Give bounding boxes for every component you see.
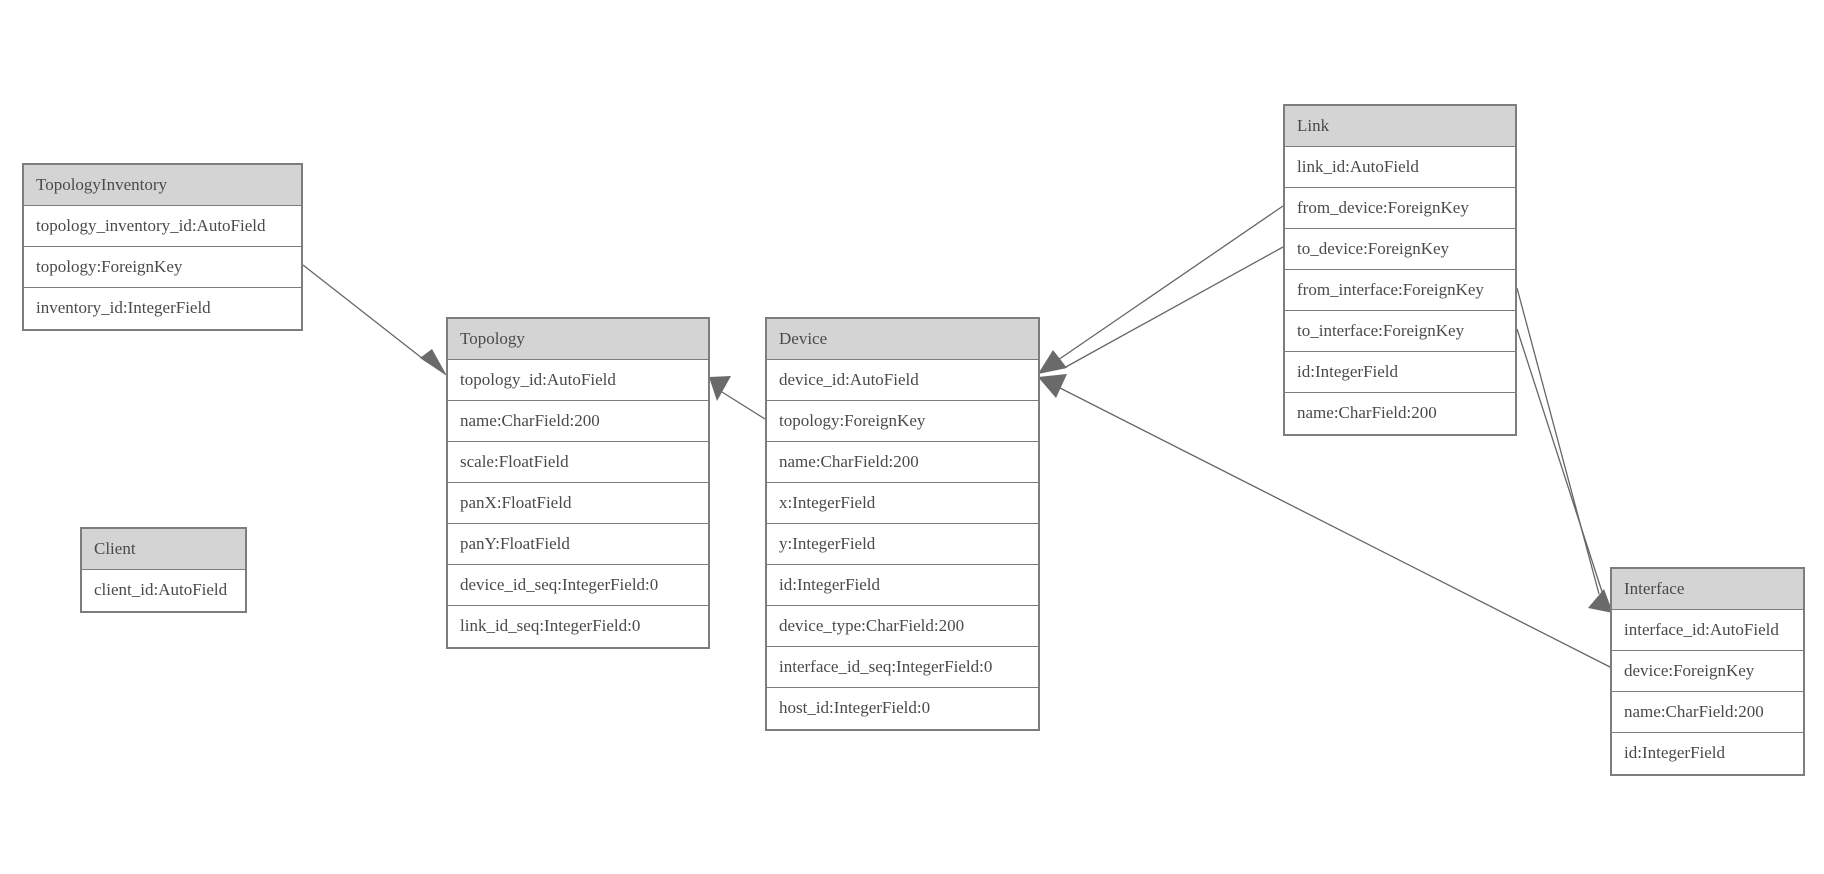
entity-header-interface: Interface [1612, 569, 1803, 610]
field-row-device_id_seq: device_id_seq:IntegerField:0 [448, 565, 708, 606]
field-row-topology-fk: topology:ForeignKey [767, 401, 1038, 442]
entity-table-interface[interactable]: Interface interface_id:AutoField device:… [1610, 567, 1805, 776]
edge-topologyinventory-topology [302, 264, 428, 363]
field-row-topology_inventory_id: topology_inventory_id:AutoField [24, 206, 301, 247]
field-row-to_interface: to_interface:ForeignKey [1285, 311, 1515, 352]
field-row-x: x:IntegerField [767, 483, 1038, 524]
field-row-id: id:IntegerField [1285, 352, 1515, 393]
field-row-pany: panY:FloatField [448, 524, 708, 565]
entity-table-client[interactable]: Client client_id:AutoField [80, 527, 247, 613]
entity-table-topology[interactable]: Topology topology_id:AutoField name:Char… [446, 317, 710, 649]
field-row-interface_id_seq: interface_id_seq:IntegerField:0 [767, 647, 1038, 688]
edge-link-fromdevice-device [1057, 205, 1284, 361]
field-row-inventory_id: inventory_id:IntegerField [24, 288, 301, 329]
field-row-topology-fk: topology:ForeignKey [24, 247, 301, 288]
field-row-host_id: host_id:IntegerField:0 [767, 688, 1038, 729]
field-row-device-fk: device:ForeignKey [1612, 651, 1803, 692]
field-row-id: id:IntegerField [767, 565, 1038, 606]
field-row-name: name:CharField:200 [767, 442, 1038, 483]
field-row-client_id: client_id:AutoField [82, 570, 245, 611]
entity-header-client: Client [82, 529, 245, 570]
field-row-link_id_seq: link_id_seq:IntegerField:0 [448, 606, 708, 647]
field-row-panx: panX:FloatField [448, 483, 708, 524]
field-row-y: y:IntegerField [767, 524, 1038, 565]
field-row-name: name:CharField:200 [448, 401, 708, 442]
field-row-name: name:CharField:200 [1285, 393, 1515, 434]
arrowhead-interface-device [1038, 374, 1067, 398]
edge-link-frominterface-interface [1516, 287, 1600, 595]
edge-link-tointerface-interface [1516, 328, 1606, 602]
field-row-scale: scale:FloatField [448, 442, 708, 483]
entity-header-topology: Topology [448, 319, 708, 360]
field-row-device_type: device_type:CharField:200 [767, 606, 1038, 647]
field-row-interface_id: interface_id:AutoField [1612, 610, 1803, 651]
field-row-topology_id: topology_id:AutoField [448, 360, 708, 401]
arrowhead-link-device [1038, 350, 1067, 374]
arrowhead-device-topology [709, 376, 731, 401]
entity-header-topologyinventory: TopologyInventory [24, 165, 301, 206]
entity-table-link[interactable]: Link link_id:AutoField from_device:Forei… [1283, 104, 1517, 436]
field-row-id: id:IntegerField [1612, 733, 1803, 774]
entity-header-link: Link [1285, 106, 1515, 147]
field-row-name: name:CharField:200 [1612, 692, 1803, 733]
entity-table-topologyinventory[interactable]: TopologyInventory topology_inventory_id:… [22, 163, 303, 331]
entity-header-device: Device [767, 319, 1038, 360]
entity-table-device[interactable]: Device device_id:AutoField topology:Fore… [765, 317, 1040, 731]
edge-link-todevice-device [1063, 246, 1284, 369]
field-row-device_id: device_id:AutoField [767, 360, 1038, 401]
arrowhead-topologyinventory-topology [420, 349, 447, 376]
field-row-link_id: link_id:AutoField [1285, 147, 1515, 188]
field-row-from_interface: from_interface:ForeignKey [1285, 270, 1515, 311]
field-row-from_device: from_device:ForeignKey [1285, 188, 1515, 229]
edge-device-topology [721, 391, 766, 420]
field-row-to_device: to_device:ForeignKey [1285, 229, 1515, 270]
